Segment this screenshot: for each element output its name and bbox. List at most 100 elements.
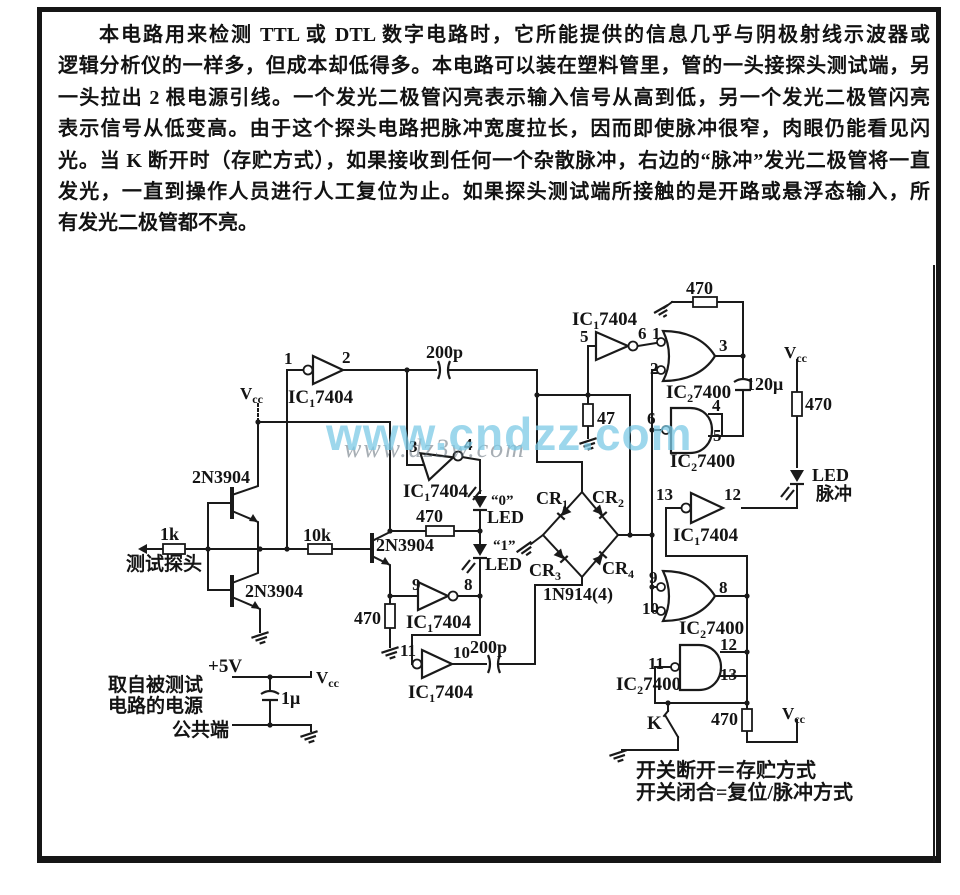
ic2-7400-label: IC27400 — [679, 618, 744, 641]
page-border — [37, 7, 941, 863]
cr1-label: CR1 — [536, 488, 568, 511]
resistor-value: 470 — [354, 608, 381, 628]
pin-label: 3 — [409, 437, 418, 456]
resistors — [162, 296, 803, 732]
supply-note-line2: 电路的电源 — [108, 694, 203, 717]
switch-k-label: K — [647, 713, 662, 734]
nand-gate-11-12-13 — [670, 643, 723, 692]
paragraph-line: 发光，一直到操作人员进行人工复位为止。如果探头测试端所接触的是开路或悬浮态输入，… — [58, 180, 930, 203]
pin-label: 1 — [284, 349, 293, 368]
ic2-7400-label: IC27400 — [616, 674, 681, 697]
intro-paragraph: 本电路用来检测 TTL 或 DTL 数字电路时，它所能提供的信息几乎与阴极射线示… — [58, 20, 930, 240]
pin-label: 13 — [720, 665, 737, 684]
pin-label: 10 — [642, 599, 659, 618]
capacitor-value: 200p — [426, 342, 463, 362]
vcc-label: Vcc — [782, 704, 806, 726]
pin-label: 2 — [342, 348, 351, 367]
pin-label: 3 — [719, 336, 728, 355]
inverter-5-6 — [594, 330, 639, 362]
led-pulse-icon — [780, 470, 804, 501]
pin-label: 9 — [649, 568, 658, 587]
paragraph-line: 有发光二极管都不亮。 — [58, 212, 258, 235]
pin-label: 4 — [464, 435, 473, 454]
cr4-label: CR4 — [602, 558, 634, 581]
led-0-icon — [467, 486, 487, 512]
diode-cr2 — [592, 504, 608, 520]
vcc-label: Vcc — [784, 343, 808, 365]
pin-label: 10 — [453, 643, 470, 662]
ground-icon — [579, 437, 597, 451]
common-terminal-label: 公共端 — [172, 718, 229, 741]
led1-label: LED — [485, 554, 522, 574]
transistor-label: 2N3904 — [192, 467, 250, 487]
paragraph-line: 本电路用来检测 TTL 或 DTL 数字电路时，它所能提供的信息几乎与阴极射线示… — [99, 24, 930, 46]
probe-label: 测试探头 — [126, 553, 202, 575]
ic2-7400-label: IC27400 — [666, 382, 731, 405]
led-symbols — [461, 470, 804, 574]
pin-label: 8 — [464, 575, 473, 594]
watermark-dz3w: www.dz3w.com — [344, 434, 526, 463]
diode-cr3 — [553, 548, 569, 564]
resistor-value: 470 — [416, 506, 443, 526]
pin-label: 6 — [638, 324, 647, 343]
ground-icon — [251, 631, 269, 645]
resistor-value: 10k — [303, 525, 331, 545]
transistor-label: 2N3904 — [245, 581, 303, 601]
paragraph-line: 逻辑分析仪的一样多，但成本却低得多。本电路可以装在塑料管里，管的一头接探头测试端… — [58, 55, 930, 78]
logic-gates — [302, 329, 726, 692]
ic1-7404-label: IC17404 — [288, 387, 354, 410]
resistor-value: 1k — [160, 524, 179, 544]
inverter-3-4 — [418, 450, 464, 482]
pin-label: 12 — [724, 485, 741, 504]
pin-label: 1 — [652, 324, 661, 343]
diode-bridge — [541, 490, 620, 579]
capacitor-value: 120μ — [746, 374, 783, 394]
vcc-label: Vcc — [316, 668, 340, 690]
pin-label: 2 — [650, 359, 659, 378]
capacitors — [260, 360, 753, 702]
plus5v-label: +5V — [208, 656, 242, 677]
ic1-7404-label: IC17404 — [673, 525, 739, 548]
pin-label: 11 — [400, 641, 416, 660]
paragraph-line: 光。当 K 断开时（存贮方式），如果接收到任何一个杂散脉冲，右边的“脉冲”发光二… — [58, 149, 930, 172]
pin-label: 9 — [412, 575, 421, 594]
resistor-value: 470 — [711, 709, 738, 729]
bridge-part-label: 1N914(4) — [543, 584, 613, 605]
capacitor-value: 200p — [470, 637, 507, 657]
supply-note-line1: 取自被测试 — [108, 673, 203, 696]
arrowheads — [138, 514, 390, 609]
led0-label: LED — [487, 507, 524, 527]
led-pulse-cn-label: 脉冲 — [815, 483, 852, 504]
inverter-11-10 — [411, 648, 455, 680]
paragraph-line: 表示信号从低变高。由于这个探头电路把脉冲宽度拉长，因而即使脉冲很窄，肉眼仍能看见… — [58, 118, 930, 141]
switch-closed-note: 开关闭合=复位/脉冲方式 — [636, 780, 853, 804]
ground-icon — [653, 304, 669, 318]
ground-icon — [300, 730, 318, 744]
ic1-7404-label: IC17404 — [408, 682, 474, 705]
capacitor-value: 1μ — [281, 688, 300, 708]
pin-label: 6 — [647, 409, 656, 428]
cr3-label: CR3 — [529, 560, 561, 583]
vcc-label: Vcc — [240, 384, 264, 406]
ground-symbols — [251, 304, 669, 763]
pin-label: 12 — [720, 635, 737, 654]
diode-cr1 — [556, 505, 572, 521]
led0-quote-label: “0” — [491, 493, 514, 509]
switch-open-note: 开关断开＝存贮方式 — [636, 758, 816, 782]
nand-gate-9-10-8 — [656, 569, 717, 623]
transistor-symbols — [230, 487, 374, 607]
ic2-7400-label: IC27400 — [670, 451, 735, 474]
resistor-value: 47 — [597, 408, 615, 428]
ic1-7404-label: IC17404 — [406, 612, 472, 635]
led-1-icon — [461, 544, 487, 574]
labels: Vcc Vcc Vcc Vcc IC17404 IC17404 IC17404 … — [108, 278, 853, 804]
inverter-9-8 — [416, 580, 459, 612]
ground-icon — [515, 540, 533, 557]
inverter-13-12 — [680, 491, 726, 525]
watermark-cndzz: www.cndzz.com — [326, 408, 693, 460]
pin-label: 5 — [580, 327, 589, 346]
resistor-value: 470 — [686, 278, 713, 298]
junction-dots — [205, 353, 750, 728]
